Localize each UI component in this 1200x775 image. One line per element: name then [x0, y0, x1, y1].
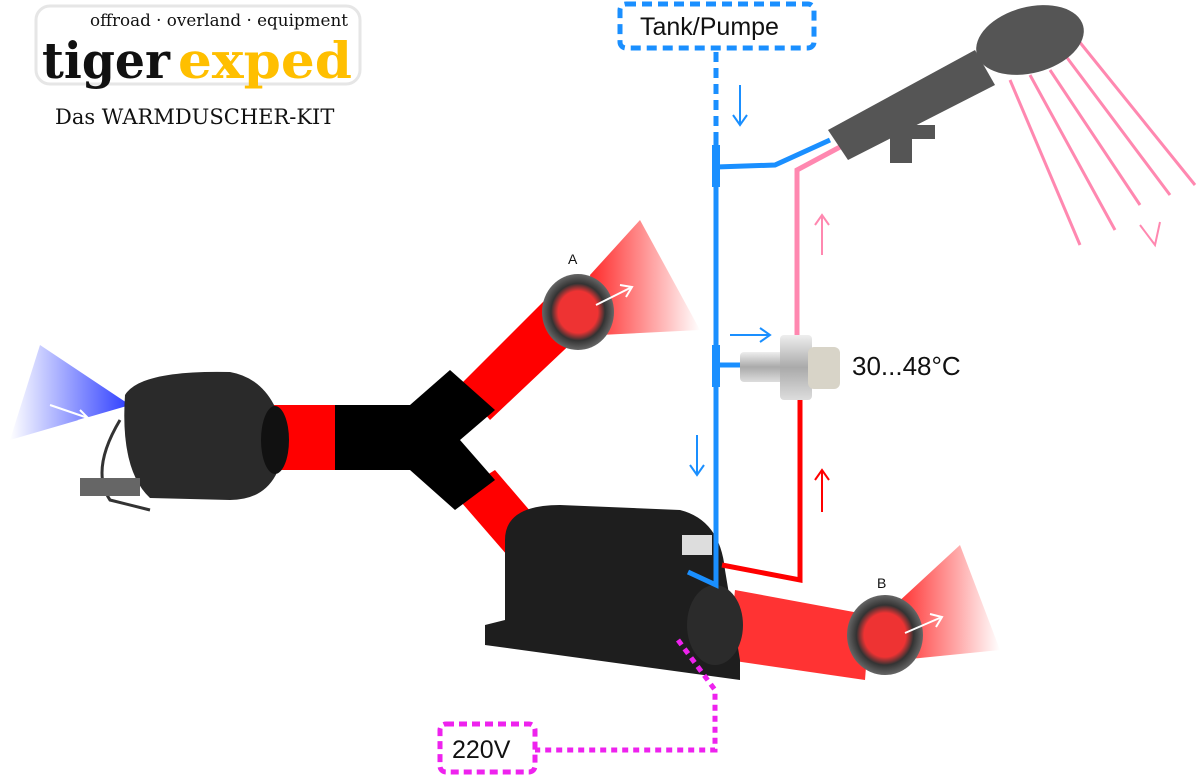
mixed-water-line	[794, 144, 842, 340]
logo-word-tiger: tiger	[42, 31, 171, 90]
y-junction	[335, 370, 495, 510]
water-heater	[485, 505, 743, 680]
flow-arrows	[689, 85, 830, 512]
logo-tagline: offroad · overland · equipment	[90, 11, 348, 31]
outlet-b: B	[847, 575, 944, 675]
tank-pump-label: Tank/Pumpe	[640, 13, 779, 41]
logo-word-exped: exped	[178, 31, 352, 90]
arrow-icon	[49, 404, 89, 419]
air-heater	[49, 371, 289, 512]
cold-air-intake-glow	[10, 345, 130, 440]
outlet-b-label: B	[877, 575, 886, 591]
tigerexped-logo: offroad · overland · equipment tiger exp…	[34, 4, 362, 90]
power-label: 220V	[452, 736, 511, 764]
outlet-a: A	[542, 251, 634, 350]
hot-water-line	[721, 395, 803, 584]
thermostatic-mixing-valve	[740, 335, 840, 400]
power-box	[437, 721, 538, 775]
page-subtitle: Das WARMDUSCHER-KIT	[55, 105, 334, 129]
temperature-range-label: 30...48°C	[852, 351, 961, 381]
tank-pump-box	[617, 1, 817, 51]
power-line	[535, 638, 718, 753]
shower-head	[828, 5, 1197, 248]
outlet-a-label: A	[568, 251, 578, 267]
outlet-a-glow	[590, 220, 700, 335]
